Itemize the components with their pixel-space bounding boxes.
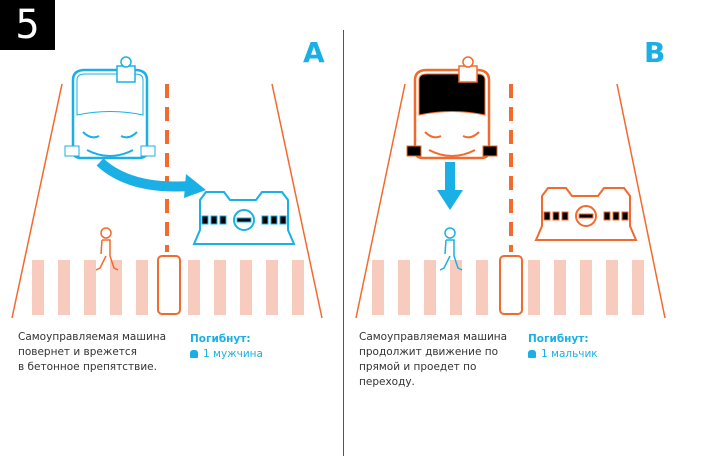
- option-b-label[interactable]: B: [644, 36, 666, 69]
- option-a-label[interactable]: A: [303, 36, 325, 69]
- car-icon: .fa .fillc{fill:#1ab0e6}.fb .fillc{fill:…: [63, 55, 157, 160]
- road-edge-left: [355, 83, 406, 319]
- road-edge-right: [271, 83, 323, 319]
- casualty-label: Погибнут:: [528, 333, 589, 345]
- skull-icon: [190, 350, 198, 358]
- road-edge-right: [616, 83, 666, 319]
- casualty-label: Погибнут:: [190, 333, 251, 345]
- swerve-arrow-icon: [96, 158, 191, 192]
- concrete-barrier-icon: [193, 191, 295, 245]
- traffic-island: [499, 255, 523, 315]
- skull-icon: [528, 350, 536, 358]
- panel-b-scene: [355, 55, 666, 319]
- option-b-description: Самоуправляемая машина продолжит движени…: [359, 330, 519, 390]
- scenario-number: 5: [0, 0, 55, 50]
- description-line: Самоуправляемая машина: [18, 331, 167, 343]
- panel-divider: [343, 30, 344, 456]
- description-line: продолжит движение по: [359, 346, 499, 358]
- option-b-casualties: Погибнут: 1 мальчик: [528, 332, 598, 362]
- road-edge-left: [11, 83, 63, 319]
- description-line: Самоуправляемая машина: [359, 331, 508, 343]
- description-line: повернет и врежется: [18, 346, 137, 358]
- option-a-casualties: Погибнут: 1 мужчина: [190, 332, 263, 362]
- concrete-barrier-icon: [535, 187, 637, 241]
- straight-arrow-icon: [445, 162, 455, 192]
- casualty-value: 1 мальчик: [541, 348, 598, 360]
- traffic-island: [157, 255, 181, 315]
- car-icon: [405, 55, 499, 160]
- option-a-description: Самоуправляемая машина повернет и врежет…: [18, 330, 178, 375]
- description-line: в бетонное препятствие.: [18, 361, 157, 373]
- panel-a-scene: .fa .fillc{fill:#1ab0e6}.fb .fillc{fill:…: [11, 55, 323, 319]
- description-line: прямой и проедет по: [359, 361, 477, 373]
- casualty-value: 1 мужчина: [203, 348, 263, 360]
- description-line: переходу.: [359, 376, 415, 388]
